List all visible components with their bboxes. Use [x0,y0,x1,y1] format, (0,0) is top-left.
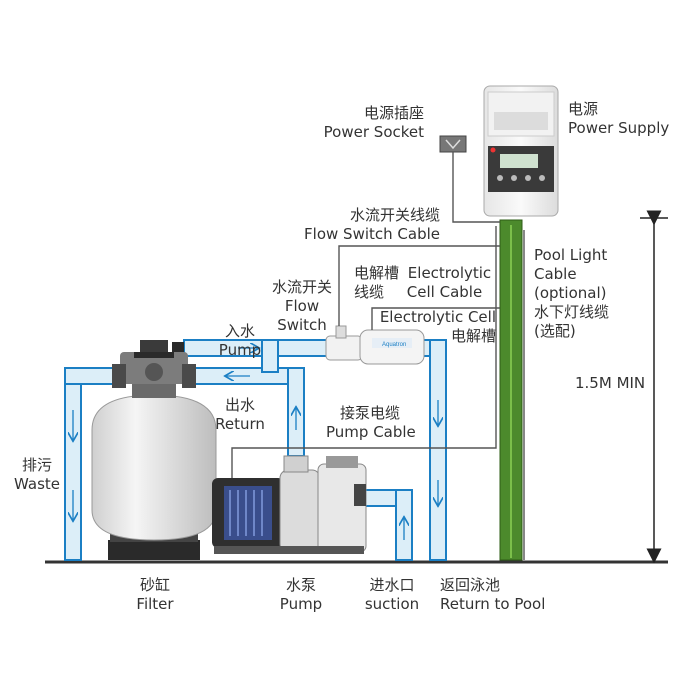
flow-switch-cn: 水流开关 [271,278,332,296]
flow-switch-cable-label: 水流开关线缆 Flow Switch Cable [280,206,440,244]
power-socket-box [439,135,467,153]
suction-en: suction [364,595,420,613]
electrolytic-cable-cn1: 电解槽 [354,264,400,282]
suction-label: 进水口 suction [352,576,432,614]
inlet-cn: 入水 [224,322,255,340]
electrolytic-cable-cn2: 线缆 [354,283,385,301]
sand-filter [91,340,217,560]
pool-light-cable-cn1: 水下灯线缆 [534,303,610,321]
return-to-pool-en: Return to Pool [440,595,546,613]
height-text: 1.5M MIN [575,374,646,392]
flow-arrows [73,348,438,540]
electrolytic-cable-en1: Electrolytic [407,264,492,282]
power-supply-unit [483,85,559,217]
outlet-label: 出水 Return [208,396,272,434]
flow-switch-en2: Switch [277,316,327,334]
pump-cable-label: 接泵电缆 Pump Cable [326,404,416,442]
electrolytic-cell-label: Electrolytic Cell 电解槽 [370,308,496,346]
electrolytic-cell-en: Electrolytic Cell [379,308,496,326]
electrolytic-cable-row2: 线缆 Cell Cable [354,283,494,302]
electrolytic-cell-cn: 电解槽 [450,327,496,345]
height-label: 1.5M MIN [573,374,648,393]
pool-light-cable-en3: (optional) [534,284,607,302]
power-socket-label: 电源插座 Power Socket [300,104,424,142]
pump-en: Pump [279,595,323,613]
filter-cn: 砂缸 [139,576,170,594]
pool-light-cable-en1: Pool Light [534,246,608,264]
height-dimension [640,210,668,564]
suction-cn: 进水口 [369,576,415,594]
cables [231,152,525,560]
power-socket-en: Power Socket [323,123,424,141]
waste-pipe-horizontal [64,367,118,385]
power-supply-label: 电源 Power Supply [568,100,669,138]
return-to-pool-cn: 返回泳池 [440,576,501,594]
pump-cn: 水泵 [285,576,316,594]
pool-light-cable-en2: Cable [534,265,577,283]
waste-label: 排污 Waste [4,456,70,494]
return-to-pool-label: 返回泳池 Return to Pool [440,576,545,614]
pump [212,455,367,554]
inlet-pipe-rise [261,339,279,373]
pool-light-cable-cn2: (选配) [534,322,576,340]
flow-switch-label: 水流开关 Flow Switch [266,278,338,335]
flow-switch-en1: Flow [284,297,320,315]
pool-light-cable-label: Pool Light Cable (optional) 水下灯线缆 (选配) [534,246,609,341]
outlet-en: Return [215,415,265,433]
filter-label: 砂缸 Filter [120,576,190,614]
electrolytic-cell: Aquatron [325,325,425,365]
inlet-label: 入水 Pump [212,322,268,360]
waste-cn: 排污 [21,456,52,474]
power-supply-cn: 电源 [568,100,599,118]
outlet-cn: 出水 [224,396,255,414]
filter-en: Filter [136,595,174,613]
svg-text:Aquatron: Aquatron [382,342,406,348]
power-socket-cn: 电源插座 [363,104,424,122]
pump-cable-en: Pump Cable [326,423,416,441]
waste-en: Waste [14,475,60,493]
flow-switch-cable-en: Flow Switch Cable [304,225,440,243]
electrolytic-cable-en2: Cell Cable [406,283,483,301]
inlet-en: Pump [218,341,262,359]
electrolytic-cell-cable-label: 电解槽 Electrolytic 线缆 Cell Cable [354,264,494,302]
return-to-pool-pipe [429,339,447,561]
power-supply-en: Power Supply [568,119,670,137]
pump-label: 水泵 Pump [266,576,336,614]
electrolytic-cable-row1: 电解槽 Electrolytic [354,264,494,283]
flow-switch-cable-cn: 水流开关线缆 [349,206,440,224]
pump-cable-cn: 接泵电缆 [340,404,401,422]
